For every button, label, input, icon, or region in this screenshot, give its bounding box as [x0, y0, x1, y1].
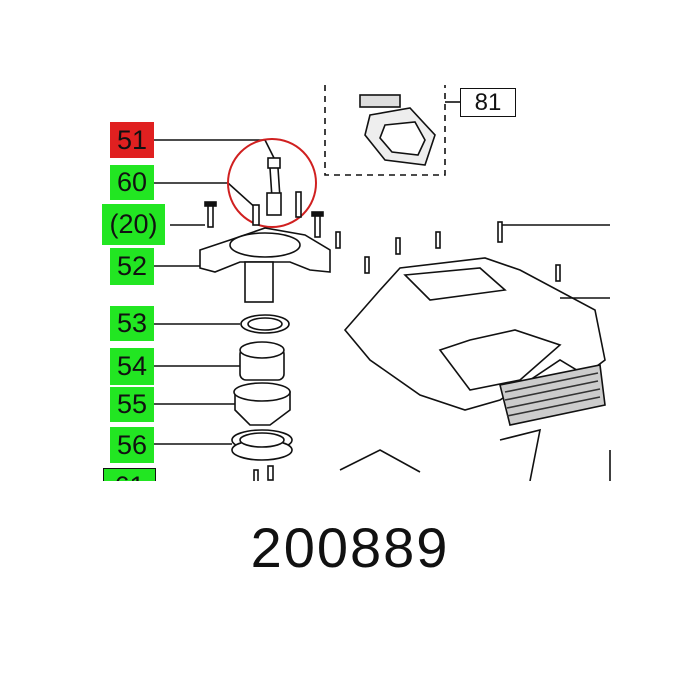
- callout-61-clip: 61: [103, 468, 157, 481]
- parts-drawing: [154, 85, 611, 481]
- callout-60[interactable]: 60: [110, 165, 154, 200]
- screws: [204, 201, 561, 481]
- callout-51[interactable]: 51: [110, 122, 154, 158]
- callout-55[interactable]: 55: [110, 387, 154, 422]
- highlight-circle: [227, 138, 317, 228]
- part-number: 200889: [250, 516, 450, 579]
- callout-20[interactable]: (20): [102, 204, 165, 245]
- callout-54[interactable]: 54: [110, 348, 154, 385]
- motor-housing-drawing: [199, 227, 331, 461]
- callout-81[interactable]: 81: [460, 88, 516, 117]
- exploded-diagram: [154, 85, 611, 481]
- callout-52[interactable]: 52: [110, 248, 154, 285]
- main-housing-drawing: [339, 257, 611, 481]
- carbon-brush-drawing: [252, 157, 302, 226]
- part-81-drawing: [359, 94, 436, 166]
- detail-box-81: [324, 85, 446, 176]
- callout-56[interactable]: 56: [110, 427, 154, 463]
- callout-53[interactable]: 53: [110, 306, 154, 341]
- callout-61[interactable]: 61: [103, 468, 156, 481]
